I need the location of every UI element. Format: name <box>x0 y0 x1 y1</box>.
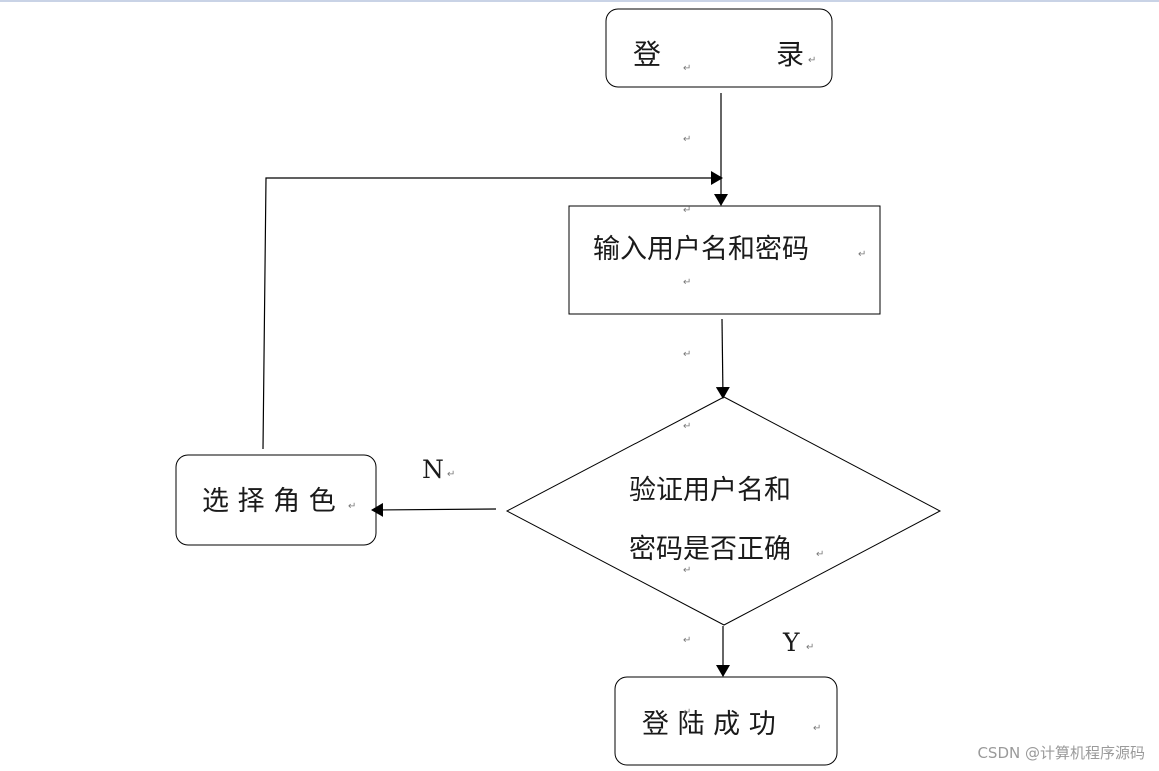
para-mark: ↵ <box>447 469 455 480</box>
verify-decision-node <box>505 396 942 626</box>
para-mark: ↵ <box>806 642 814 653</box>
para-mark: ↵ <box>683 134 691 145</box>
para-mark: ↵ <box>683 421 691 432</box>
choose-role-node <box>175 454 377 546</box>
edge-role-back-to-input <box>262 171 723 450</box>
success-node <box>614 676 838 766</box>
para-mark: ↵ <box>348 501 356 512</box>
success-label: 登 陆 成 功 <box>642 709 776 740</box>
choose-role-label: 选 择 角 色 <box>202 486 336 517</box>
edge-no-label: N <box>422 455 444 484</box>
para-mark: ↵ <box>683 349 691 360</box>
watermark: CSDN @计算机程序源码 <box>977 744 1145 762</box>
para-mark: ↵ <box>858 249 866 260</box>
login-label-right: 录 <box>776 38 804 71</box>
input-credentials-node <box>568 205 881 315</box>
para-mark: ↵ <box>808 55 816 66</box>
verify-label-line1: 验证用户名和 <box>629 475 791 506</box>
login-label-left: 登 <box>633 38 661 71</box>
edge-input-to-verify <box>715 318 730 399</box>
edge-yes-label: Y <box>782 628 800 657</box>
para-mark: ↵ <box>683 277 691 288</box>
para-mark: ↵ <box>816 549 824 560</box>
input-credentials-label: 输入用户名和密码 <box>593 234 809 265</box>
para-mark: ↵ <box>683 205 691 216</box>
verify-label-line2: 密码是否正确 <box>629 534 791 565</box>
para-mark: ↵ <box>683 565 691 576</box>
login-node <box>605 8 833 88</box>
para-mark: ↵ <box>813 723 821 734</box>
para-mark: ↵ <box>683 707 691 718</box>
top-border <box>0 0 1159 2</box>
para-mark: ↵ <box>683 635 691 646</box>
edge-verify-to-role <box>371 502 497 517</box>
para-mark: ↵ <box>683 63 691 74</box>
